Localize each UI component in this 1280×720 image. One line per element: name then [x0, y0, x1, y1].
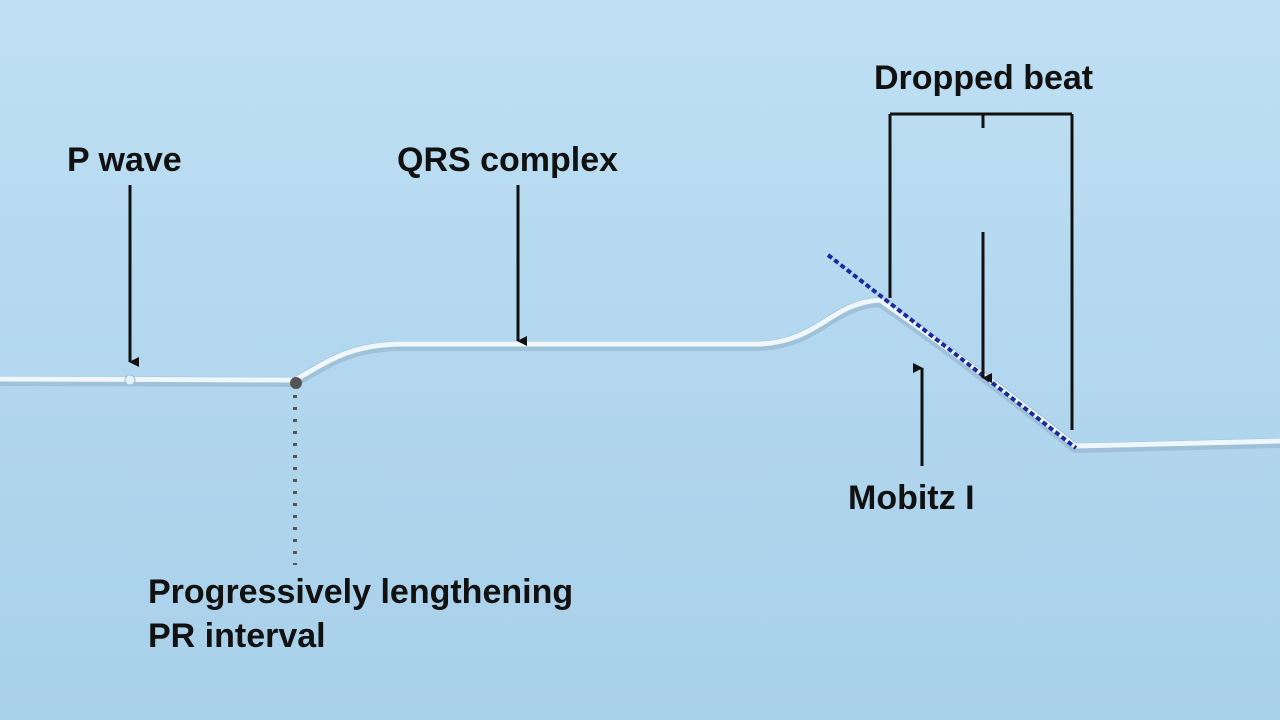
dropped-beat-label: Dropped beat	[874, 59, 1094, 97]
pr-start-dot	[290, 377, 302, 389]
ecg-waveform	[0, 297, 1280, 453]
dropped-beat-dashed-line	[826, 253, 1078, 450]
pr-interval-marker	[290, 377, 302, 565]
annotation-arrows	[128, 185, 992, 466]
pr-interval-label-line2: PR interval	[148, 617, 326, 655]
pr-interval-label: Progressively lengthening PR interval	[148, 570, 573, 658]
p-wave-marker	[124, 374, 136, 386]
qrs-complex-label: QRS complex	[397, 141, 619, 179]
waveform-shadow	[0, 297, 1280, 453]
pr-interval-label-line1: Progressively lengthening	[148, 573, 574, 611]
waveform-highlight	[0, 297, 1280, 449]
dropped-beat-bracket	[888, 112, 1074, 430]
p-wave-label: P wave	[67, 141, 182, 179]
mobitz-label: Mobitz I	[848, 479, 975, 517]
